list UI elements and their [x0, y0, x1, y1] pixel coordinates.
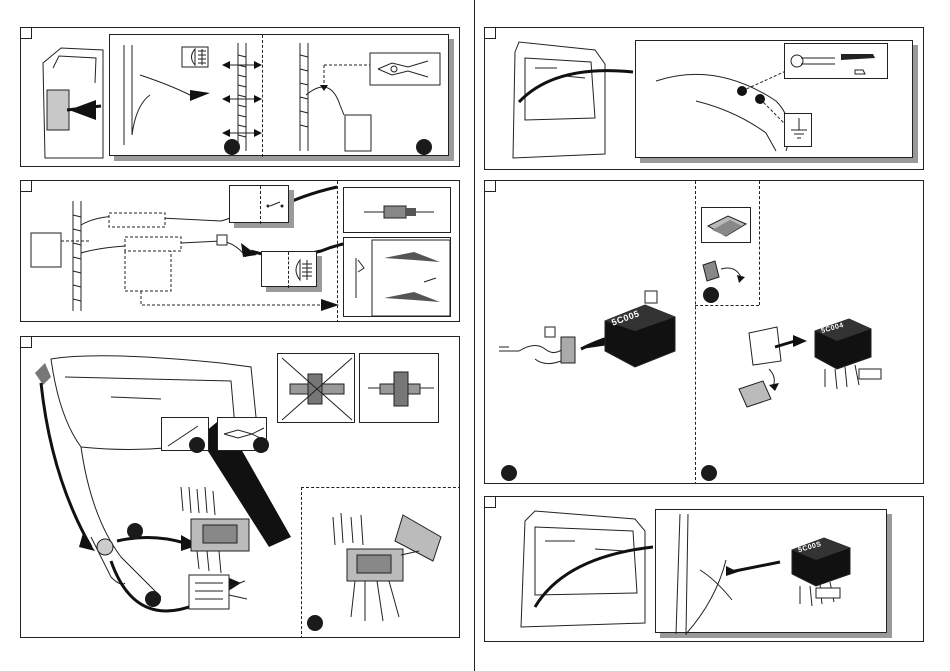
crimp-tool-drawing [344, 238, 452, 318]
step-2-panel [20, 180, 460, 322]
page-divider [474, 0, 475, 671]
step-1-panel [20, 27, 460, 167]
step-3e-badge [307, 615, 323, 631]
switch-symbol-frame [229, 185, 289, 223]
step-5-panel: 5C005 5C004 [484, 180, 924, 484]
ground-symbol-icon [785, 114, 813, 148]
ground-symbol-frame [784, 113, 812, 147]
module-mounting-drawing [485, 181, 924, 484]
connector-detail-frame [343, 187, 451, 233]
step-6-detail-frame: 5C00S [655, 509, 887, 633]
crimp-tool-frame [343, 237, 451, 317]
switch-symbol-icon [230, 186, 290, 224]
tape-wrap-drawing [21, 337, 460, 638]
step-1a-badge [224, 139, 240, 155]
step-4-panel [484, 27, 924, 170]
fog-lamp-icon [262, 252, 318, 288]
divider-dashed [337, 181, 338, 322]
fog-lamp-frame [261, 251, 317, 287]
step-1-detail-frame [109, 34, 449, 156]
pliers-icon [110, 35, 450, 157]
wrench-frame [784, 43, 888, 79]
step-4-detail-frame [635, 40, 913, 158]
step-6-panel: 5C00S [484, 496, 924, 642]
wrench-icon [785, 44, 889, 80]
step-6-module-install-drawing [656, 510, 888, 634]
step-5c-badge [701, 465, 717, 481]
crimp-connector-drawing [344, 188, 452, 234]
step-3-panel [20, 336, 460, 638]
step-1b-badge [416, 139, 432, 155]
